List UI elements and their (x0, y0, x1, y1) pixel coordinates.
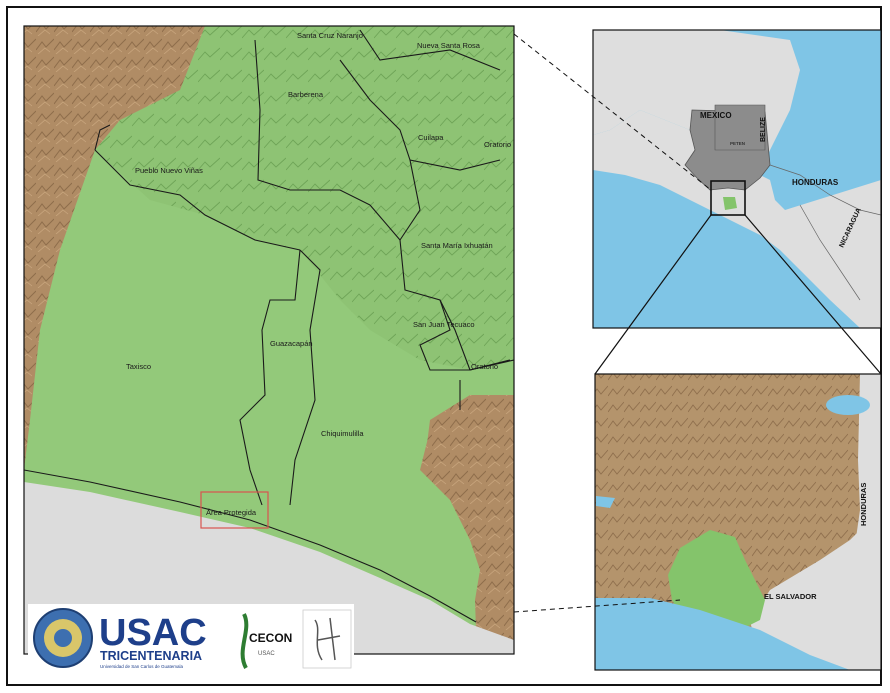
label-guazacapan: Guazacapán (270, 339, 313, 348)
connector-left (594, 214, 712, 375)
inset-study-area (723, 197, 737, 210)
cecon-logo: CECON USAC (240, 613, 292, 669)
protected-area-box (200, 491, 269, 529)
label-cuilapa: Cuilapa (418, 133, 444, 142)
inset-region-labels: MEXICO HONDURAS PETEN (700, 111, 839, 187)
label-taxisco: Taxisco (126, 362, 151, 371)
label-nueva-santa-rosa: Nueva Santa Rosa (417, 41, 481, 50)
inset-peten (714, 104, 766, 151)
label-barberena: Barberena (288, 90, 324, 99)
logo-strip: USAC TRICENTENARIA Universidad de San Ca… (28, 604, 354, 670)
inset-region-border (592, 29, 882, 329)
connector-dashed-bottom (513, 599, 681, 613)
cecon-title: CECON (249, 631, 292, 645)
label-honduras-inset1: HONDURAS (792, 178, 839, 187)
label-chiquimulilla: Chiquimulilla (321, 429, 364, 438)
main-map-labels: Santa Cruz Naranjo Nueva Santa Rosa Barb… (126, 31, 511, 517)
connector-dashed-top (513, 33, 712, 191)
inset-zoom-lagoon (596, 496, 615, 508)
label-oratorio-south: Oratorio (471, 362, 498, 371)
inset-zoom-lake (826, 395, 870, 415)
label-santa-cruz-naranjo: Santa Cruz Naranjo (297, 31, 363, 40)
municipal-boundaries (24, 29, 514, 623)
label-area-protegida: Área Protegida (206, 508, 257, 517)
inset-zoom-labels: EL SALVADOR (764, 592, 817, 601)
label-santa-maria-ixhuatan: Santa María Ixhuatán (421, 241, 493, 250)
connector-right (744, 214, 882, 375)
inset-zoom-map: EL SALVADOR HONDURAS (595, 374, 881, 670)
inset-locator-box (710, 180, 746, 216)
label-peten: PETEN (730, 141, 745, 146)
inset-country-borders (769, 164, 881, 301)
usac-title: USAC (99, 612, 207, 654)
main-map: Santa Cruz Naranjo Nueva Santa Rosa Barb… (24, 26, 514, 654)
label-oratorio-north: Oratorio (484, 140, 511, 149)
terrain-patch-east (425, 395, 514, 545)
inset-zoom-border (594, 373, 882, 671)
cecon-sub: USAC (258, 651, 275, 657)
label-honduras-inset2: HONDURAS (859, 483, 868, 526)
usac-subtitle: TRICENTENARIA (100, 649, 202, 663)
inset-zoom-ocean (595, 598, 850, 670)
label-san-juan-tecuaco: San Juan Tecuaco (413, 320, 475, 329)
usac-tagline: Universidad de San Carlos de Guatemala (100, 664, 184, 669)
label-el-salvador: EL SALVADOR (764, 592, 817, 601)
label-mexico: MEXICO (700, 111, 732, 120)
inset-central-america-land (593, 110, 881, 328)
label-pueblo-nuevo-vinas: Pueblo Nuevo Viñas (135, 166, 203, 175)
herbarium-logo (302, 609, 352, 669)
connector-lines (513, 33, 882, 613)
inset-region-map: MEXICO HONDURAS PETEN BELIZE NICARAGUA (593, 30, 881, 328)
label-belize: BELIZE (760, 117, 767, 142)
usac-seal-logo (33, 608, 93, 668)
inset-zoom-el-salvador-land (750, 520, 881, 670)
